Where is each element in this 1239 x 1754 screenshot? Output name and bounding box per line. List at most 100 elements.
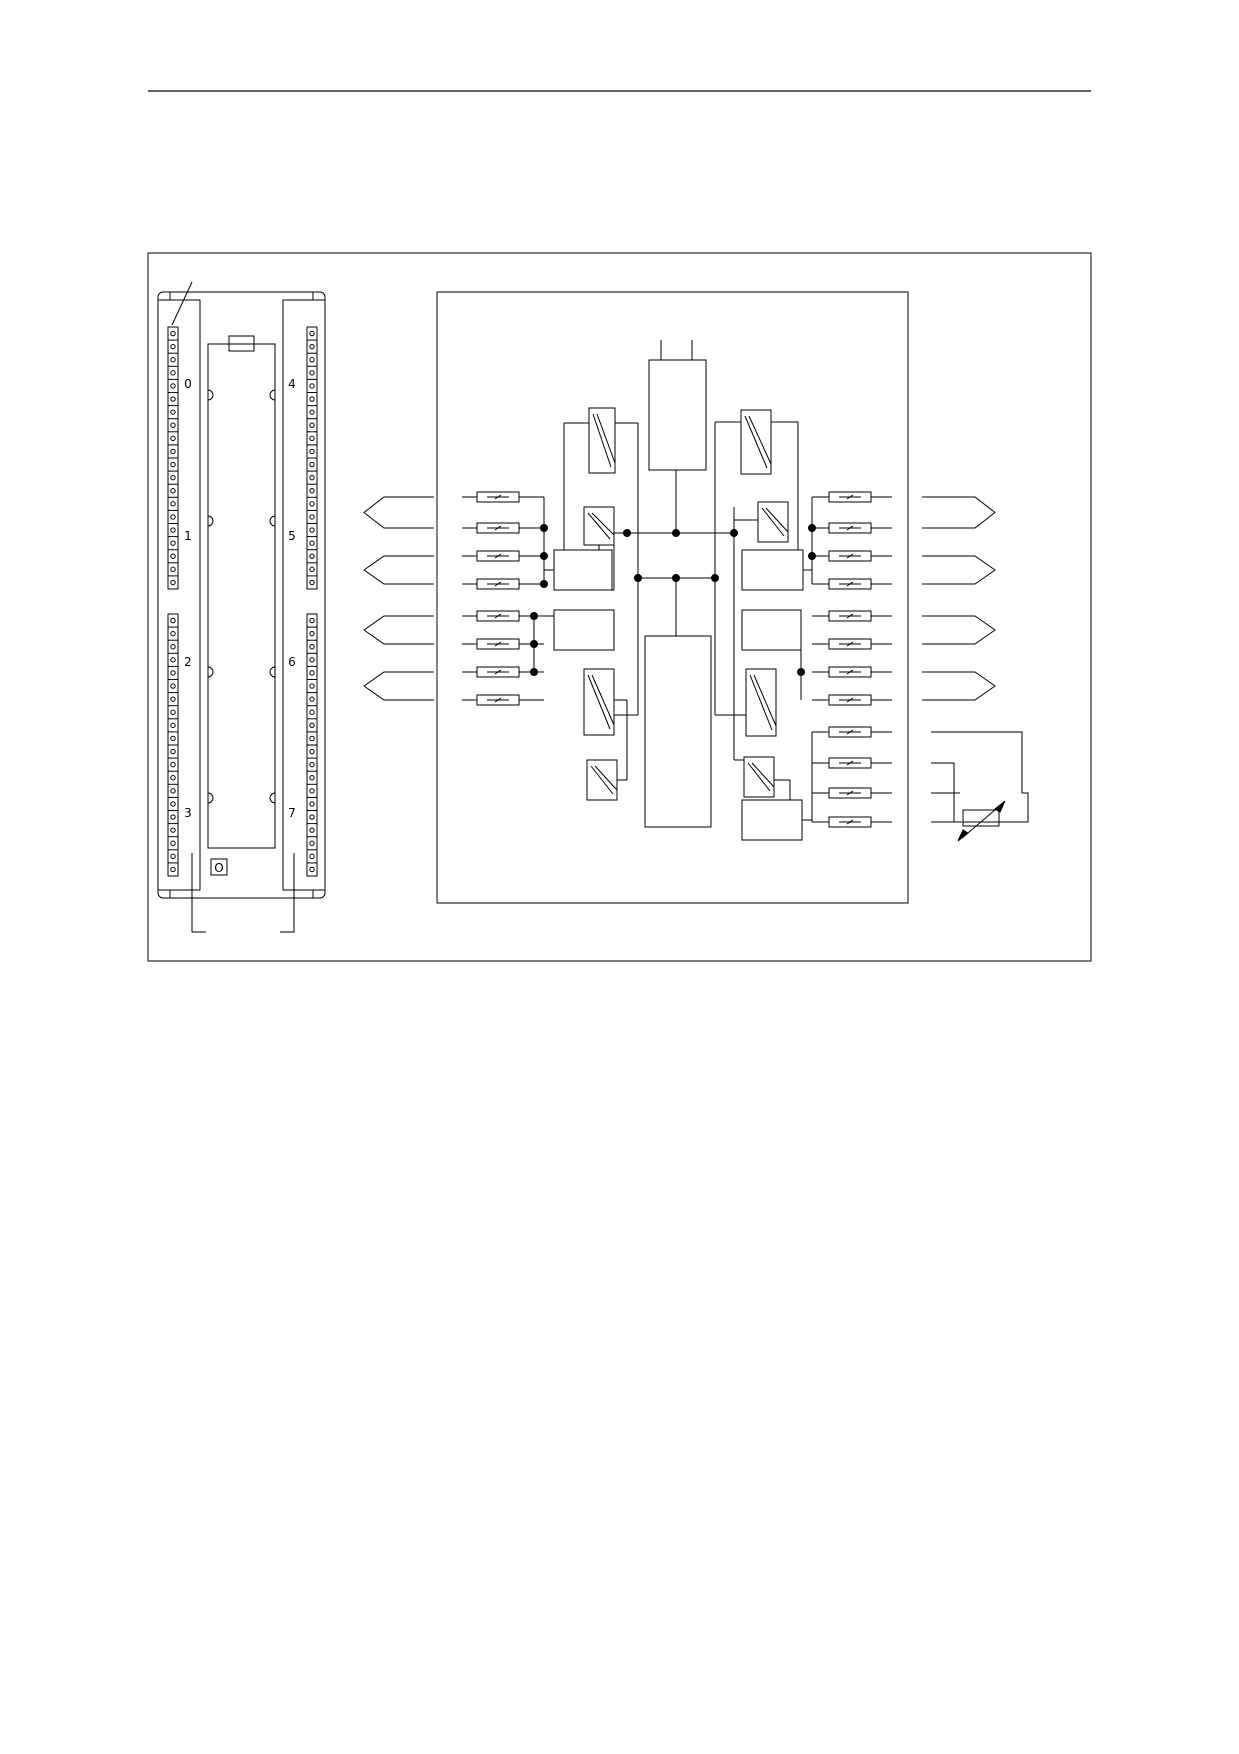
rtd-arrowhead — [957, 829, 969, 842]
resistor-mark — [846, 697, 854, 703]
terminal-screw — [170, 735, 176, 742]
terminal-screw — [170, 514, 176, 520]
terminal-screw — [170, 644, 176, 650]
terminal-screw — [170, 383, 176, 389]
right-mux-2 — [741, 609, 802, 651]
terminal-screw — [309, 722, 315, 729]
terminal-screw — [170, 775, 176, 781]
terminal-screw — [309, 709, 315, 715]
left-terminal-column — [157, 299, 201, 891]
terminal-screw — [309, 827, 315, 833]
terminal-screw — [309, 696, 315, 702]
channel-label-2: 2 — [184, 655, 192, 669]
junction-dot — [730, 529, 738, 537]
terminal-screw — [309, 370, 315, 376]
junction-dot — [672, 574, 680, 582]
terminal-screw — [170, 461, 176, 468]
terminal-screw — [170, 683, 176, 689]
terminal-screw — [309, 527, 315, 533]
junction-dot — [808, 552, 816, 560]
junction-dot — [530, 612, 538, 620]
resistor-mark — [846, 494, 854, 500]
pointer-line — [171, 281, 193, 326]
converter-right-2 — [757, 501, 789, 543]
rtd-wire — [931, 731, 1029, 823]
resistor-mark — [494, 494, 502, 500]
rtd-sensor — [962, 809, 1000, 827]
resistor-mark — [846, 819, 854, 825]
resistor-mark — [494, 669, 502, 675]
terminal-screw — [170, 422, 176, 428]
thermocouple-left-2 — [363, 615, 434, 645]
resistor-mark — [846, 553, 854, 559]
junction-dot — [634, 574, 642, 582]
resistor-mark — [494, 697, 502, 703]
circuit-frame — [436, 291, 909, 904]
slot-latch — [228, 335, 255, 352]
converter-slash — [591, 512, 615, 536]
terminal-screw — [170, 474, 176, 481]
converter-slash — [744, 415, 768, 469]
terminal-screw — [309, 788, 315, 794]
terminal-screw — [309, 396, 315, 402]
terminal-screw — [309, 514, 315, 520]
module-front-view: O 0 1 2 3 4 5 6 7 — [157, 281, 326, 933]
resistor-mark — [846, 525, 854, 531]
label-slot — [207, 343, 276, 849]
terminal-screw — [309, 840, 315, 846]
converter-slash — [748, 415, 772, 465]
terminal-screw — [309, 501, 315, 507]
terminal-screw — [170, 435, 176, 442]
small-label-text: O — [214, 861, 223, 875]
terminal-screw — [170, 709, 176, 715]
junction-dot — [540, 580, 548, 588]
converter-slash — [592, 413, 612, 468]
channel-label-4: 4 — [288, 377, 296, 391]
resistor-mark — [494, 641, 502, 647]
terminal-screw — [309, 448, 315, 455]
terminal-screw — [309, 630, 315, 637]
terminal-screw — [309, 488, 315, 494]
converter-left-1 — [588, 407, 616, 474]
resistor-mark — [494, 553, 502, 559]
converter-slash — [753, 674, 777, 727]
converter-slash — [749, 674, 773, 731]
terminal-strips — [167, 326, 318, 877]
terminal-screw — [170, 853, 176, 860]
resistor-mark — [846, 613, 854, 619]
terminal-screw — [309, 330, 315, 337]
terminal-screw — [170, 788, 176, 794]
terminal-screw — [309, 474, 315, 481]
small-label-box — [210, 858, 228, 876]
terminal-screw — [309, 579, 315, 586]
channel-label-5: 5 — [288, 529, 296, 543]
terminal-screw — [170, 617, 176, 624]
junction-dot — [530, 640, 538, 648]
terminal-screw — [170, 722, 176, 729]
terminal-screw — [309, 553, 315, 559]
terminal-screw — [309, 343, 315, 350]
rtd-wire — [931, 762, 955, 822]
terminal-screw — [309, 670, 315, 676]
terminal-screw — [309, 761, 315, 768]
terminal-screw — [170, 630, 176, 637]
terminal-screw — [309, 357, 315, 363]
terminal-screw — [170, 448, 176, 455]
terminal-screw — [170, 801, 176, 807]
terminal-screw — [309, 409, 315, 415]
terminal-screw — [309, 775, 315, 781]
junction-dot — [540, 524, 548, 532]
circuit-block-diagram — [363, 291, 1029, 904]
right-mux-3 — [741, 799, 803, 841]
converter-right-4 — [743, 756, 775, 798]
channel-label-6: 6 — [288, 655, 296, 669]
terminal-screw — [170, 553, 176, 559]
converter-slash — [761, 507, 785, 537]
resistor-mark — [846, 760, 854, 766]
converter-slash — [591, 674, 615, 726]
junction-dot — [672, 529, 680, 537]
converter-slash — [587, 674, 611, 730]
left-mux-2 — [553, 609, 615, 651]
resistor-mark — [846, 669, 854, 675]
